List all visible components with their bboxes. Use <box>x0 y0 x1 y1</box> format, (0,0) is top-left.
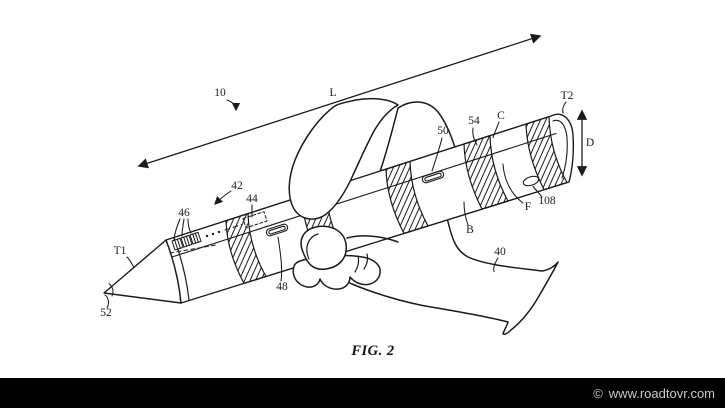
side-button-48 <box>265 223 289 237</box>
leader-C <box>492 121 500 139</box>
ref-label-52: 52 <box>100 307 112 319</box>
motion-tick-2 <box>363 253 369 270</box>
ref-label-T1: T1 <box>114 245 127 257</box>
watermark-url: www.roadtovr.com <box>608 385 715 401</box>
dimension-arrows <box>137 33 588 177</box>
leader-lines <box>104 99 567 309</box>
tip-apex-arc <box>108 283 114 297</box>
ref-label-L: L <box>329 87 336 99</box>
leader-46b <box>181 218 185 237</box>
thumb <box>300 225 348 271</box>
ref-label-50: 50 <box>437 125 449 137</box>
end-cap-line <box>552 119 568 179</box>
ref-label-42: 42 <box>231 180 243 192</box>
ref-label-54: 54 <box>468 115 480 127</box>
ref-label-F: F <box>525 201 531 213</box>
ref-label-10: 10 <box>214 87 226 99</box>
hand-thumb-and-fingers <box>292 225 399 290</box>
dashed-region-44 <box>242 211 268 229</box>
watermark-bar: © www.roadtovr.com <box>0 378 725 408</box>
leader-T2 <box>562 101 567 114</box>
leader-108 <box>532 185 543 198</box>
leader-52 <box>104 294 110 309</box>
leader-46a <box>173 218 181 240</box>
ref-label-44: 44 <box>246 193 258 205</box>
leader-50 <box>431 137 443 172</box>
leader-42 <box>214 190 232 205</box>
leader-10 <box>226 99 241 112</box>
indicator-underline <box>169 244 217 254</box>
leader-54 <box>472 127 478 146</box>
leader-46c <box>187 218 192 234</box>
ref-label-C: C <box>497 110 505 122</box>
leader-T1 <box>126 256 135 269</box>
motion-tick-1 <box>354 255 360 273</box>
leader-F <box>502 163 524 204</box>
leader-48 <box>277 236 283 282</box>
thumb-nail-line <box>306 233 319 260</box>
ref-label-T2: T2 <box>561 90 574 102</box>
reference-labels: 10 L T2 D 50 54 C 42 44 46 48 T1 52 B F … <box>100 87 594 319</box>
leader-40 <box>493 257 499 273</box>
patent-drawing: 10 L T2 D 50 54 C 42 44 46 48 T1 52 B F … <box>100 33 594 359</box>
indicator-windows <box>171 231 202 251</box>
indicator-dashes <box>224 223 243 231</box>
leader-B <box>463 201 469 226</box>
oval-feature-108 <box>522 175 540 187</box>
length-arrow <box>137 33 542 169</box>
hatch-band-3 <box>385 160 429 234</box>
hatch-band-1 <box>225 213 267 284</box>
ref-label-40: 40 <box>494 246 506 258</box>
ref-label-B: B <box>466 224 474 236</box>
ref-label-108: 108 <box>538 195 556 207</box>
ref-label-46: 46 <box>178 207 190 219</box>
ref-label-48: 48 <box>276 281 288 293</box>
side-button-50 <box>421 170 445 184</box>
ref-label-D: D <box>586 137 594 149</box>
copyright-icon: © <box>593 385 603 401</box>
figure-caption: FIG. 2 <box>350 343 394 359</box>
hand-web-line <box>346 235 399 243</box>
indicator-dots <box>205 230 221 238</box>
